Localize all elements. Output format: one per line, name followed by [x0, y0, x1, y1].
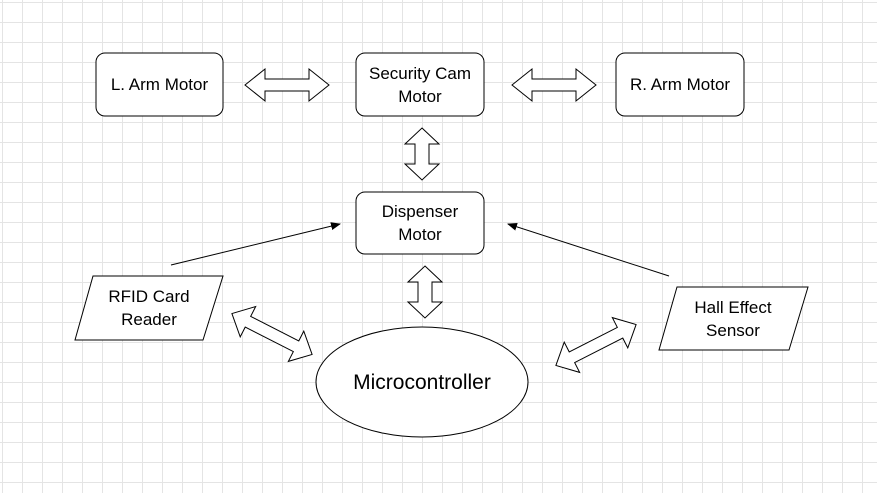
hall-effect-sensor-label: Hall Effect Sensor	[694, 297, 772, 340]
security-cam-motor-label: Security Cam Motor	[368, 63, 472, 106]
rfid-to-dispenser-arrow	[170, 222, 341, 266]
l-arm-motor-label: L. Arm Motor	[110, 75, 209, 94]
security-cam-dispenser-double-arrow	[403, 127, 441, 181]
r-arm-motor-label: R. Arm Motor	[629, 75, 731, 94]
dispenser-microcontroller-double-arrow	[406, 265, 444, 319]
security-cam-motor-box	[355, 52, 485, 117]
dispenser-motor-label: Dispenser Motor	[381, 202, 459, 244]
hall-effect-to-dispenser-arrow	[507, 222, 670, 277]
dispenser-motor-box	[355, 191, 485, 255]
l-arm-security-cam-double-arrow	[244, 67, 330, 103]
microcontroller-shape	[315, 326, 529, 438]
hall-effect-sensor-shape	[658, 286, 809, 351]
rfid-card-reader-label: RFID Card Reader	[108, 287, 190, 329]
microcontroller-label: Microcontroller	[353, 370, 491, 394]
security-cam-r-arm-double-arrow	[511, 67, 597, 103]
hall-effect-microcontroller-double-arrow	[555, 316, 637, 374]
rfid-microcontroller-double-arrow	[231, 305, 313, 363]
r-arm-motor-box	[615, 52, 745, 117]
rfid-card-reader-shape	[74, 275, 224, 341]
l-arm-motor-box	[95, 52, 224, 117]
